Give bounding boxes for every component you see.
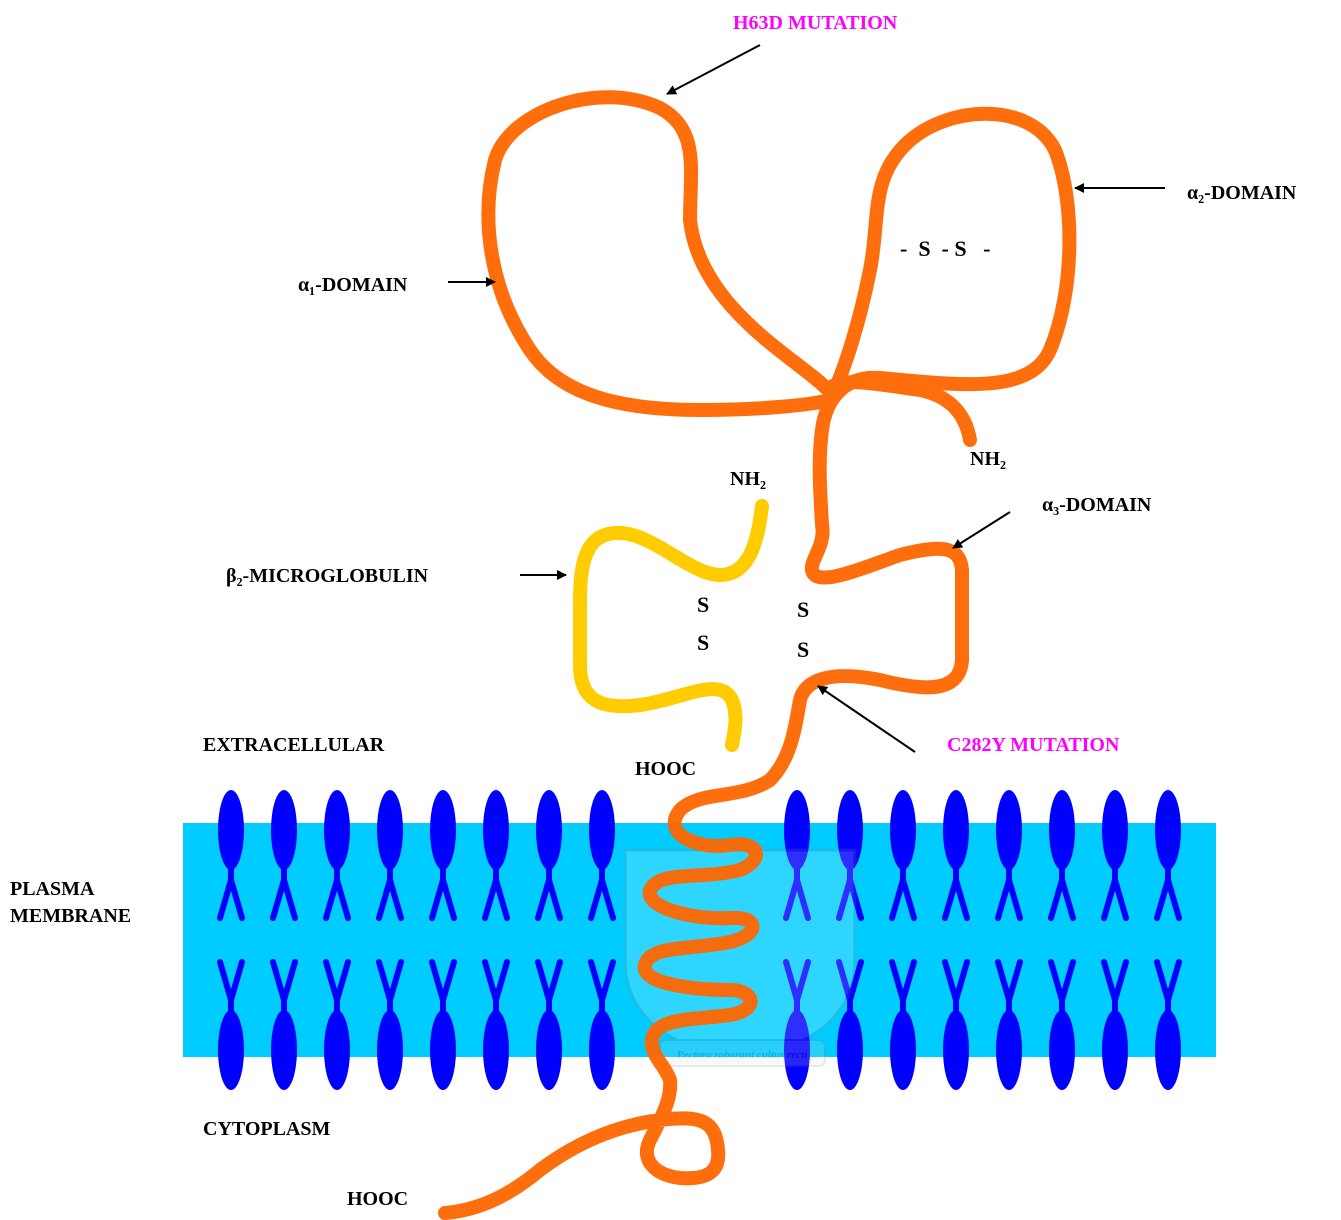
membrane-label: MEMBRANE: [10, 905, 131, 927]
alpha-chain-hooc-label: HOOC: [347, 1188, 408, 1210]
lipid-head-bottom: [589, 1010, 615, 1090]
lipid-head-top: [271, 790, 297, 870]
lipid-head-bottom: [430, 1010, 456, 1090]
lipid-head-bottom: [1102, 1010, 1128, 1090]
c282y-arrow: [818, 686, 915, 752]
beta2-disulfide-s-bottom: S: [697, 630, 709, 655]
plasma-label: PLASMA: [10, 878, 95, 900]
lipid-head-bottom: [324, 1010, 350, 1090]
beta2-nh2-label: NH₂: [730, 468, 766, 490]
lipid-head-bottom: [1155, 1010, 1181, 1090]
lipid-head-top: [589, 790, 615, 870]
cytoplasm-label: CYTOPLASM: [203, 1118, 331, 1140]
lipid-head-top: [1155, 790, 1181, 870]
beta2-microglobulin-label: β₂-MICROGLOBULIN: [226, 565, 429, 587]
alpha-chain-nh2-label: NH₂: [970, 448, 1006, 470]
alpha3-arrow: [953, 512, 1010, 548]
lipid-head-top: [430, 790, 456, 870]
alpha3-disulfide-s-top: S: [797, 597, 809, 622]
h63d-mutation-label: H63D MUTATION: [733, 12, 898, 34]
lipid-head-top: [218, 790, 244, 870]
lipid-head-top: [324, 790, 350, 870]
alpha1-domain-label: α₁-DOMAIN: [298, 274, 408, 296]
alpha3-domain-label: α₃-DOMAIN: [1042, 494, 1152, 516]
c282y-mutation-label: C282Y MUTATION: [947, 734, 1120, 756]
lipid-head-top: [1102, 790, 1128, 870]
beta2-hooc-label: HOOC: [635, 758, 696, 780]
alpha2-disulfide-bond: - S - S -: [900, 236, 990, 261]
lipid-head-bottom: [943, 1010, 969, 1090]
h63d-arrow: [667, 45, 760, 94]
watermark-motto: Pectora roborant cultus recti: [677, 1049, 808, 1061]
lipid-head-top: [890, 790, 916, 870]
lipid-head-bottom: [483, 1010, 509, 1090]
beta2-disulfide-s-top: S: [697, 592, 709, 617]
beta2-microglobulin-chain: [580, 506, 762, 745]
lipid-head-bottom: [1049, 1010, 1075, 1090]
lipid-head-top: [377, 790, 403, 870]
lipid-head-bottom: [377, 1010, 403, 1090]
lipid-head-bottom: [996, 1010, 1022, 1090]
lipid-head-bottom: [536, 1010, 562, 1090]
lipid-head-top: [1049, 790, 1075, 870]
alpha2-domain-label: α₂-DOMAIN: [1187, 182, 1297, 204]
lipid-head-top: [536, 790, 562, 870]
lipid-head-top: [996, 790, 1022, 870]
lipid-head-bottom: [890, 1010, 916, 1090]
extracellular-label: EXTRACELLULAR: [203, 734, 385, 756]
alpha3-disulfide-s-bottom: S: [797, 637, 809, 662]
lipid-head-bottom: [837, 1010, 863, 1090]
lipid-head-top: [943, 790, 969, 870]
lipid-head-bottom: [218, 1010, 244, 1090]
lipid-head-bottom: [271, 1010, 297, 1090]
lipid-head-top: [483, 790, 509, 870]
